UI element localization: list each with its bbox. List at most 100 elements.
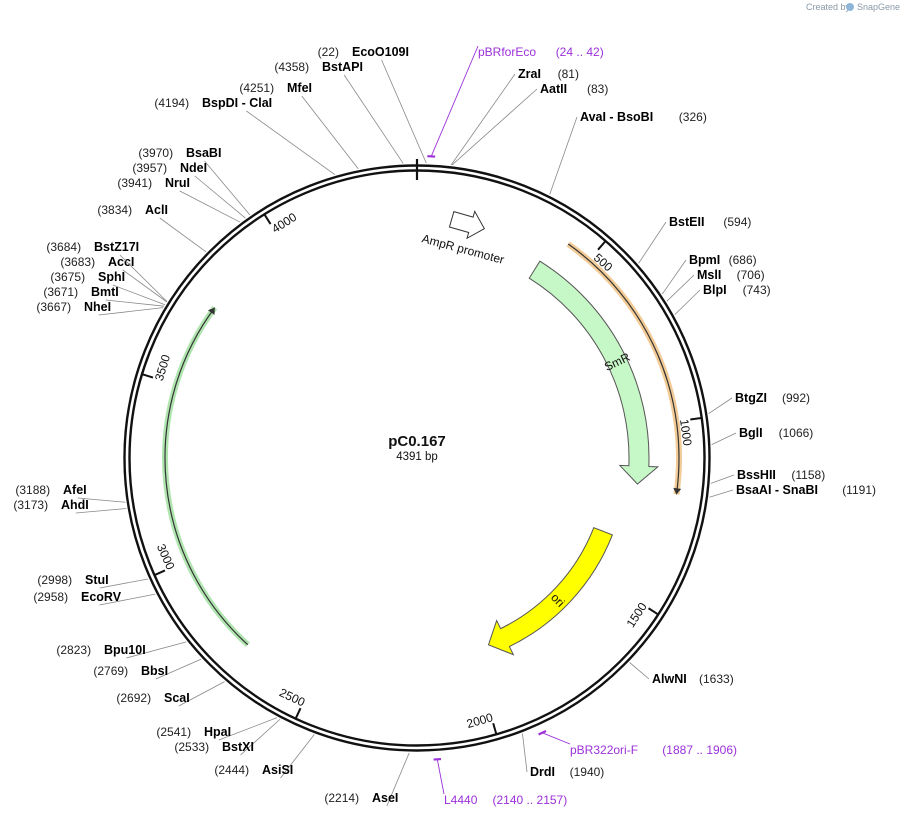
enzyme-name[interactable]: BmtI	[91, 285, 119, 299]
enzyme-site[interactable]: (3675)SphI	[50, 270, 166, 306]
ruler-tick-label: 2000	[465, 710, 495, 731]
enzyme-name[interactable]: BssHII	[737, 468, 776, 482]
enzyme-site[interactable]: (2823)Bpu10I	[56, 641, 187, 659]
enzyme-site[interactable]: (1191)BsaAI - SnaBI	[709, 483, 876, 498]
enzyme-name[interactable]: ScaI	[164, 691, 190, 705]
enzyme-name[interactable]: NheI	[84, 300, 111, 314]
enzyme-site[interactable]: (22)EcoO109I	[318, 45, 427, 164]
enzyme-site[interactable]: (3957) NdeI	[132, 161, 246, 219]
enzyme-name[interactable]: BbsI	[141, 664, 168, 678]
enzyme-site[interactable]: (594)BstEII	[638, 215, 752, 264]
enzyme-site[interactable]: (83)AatII	[451, 82, 608, 166]
enzyme-name[interactable]: BtgZI	[735, 391, 767, 405]
enzyme-site[interactable]: (2214)AseI	[324, 752, 410, 807]
ruler-tick-label: 1000	[677, 418, 695, 447]
enzyme-name[interactable]: AvaI - BsoBI	[580, 110, 653, 124]
primer-name[interactable]: pBRforEco	[478, 45, 536, 59]
enzyme-site[interactable]: (2998)StuI	[37, 573, 149, 589]
enzyme-name[interactable]: StuI	[85, 573, 109, 587]
enzyme-site[interactable]: (2533)BstXI	[174, 718, 281, 756]
orf-arc	[567, 243, 680, 495]
enzyme-site[interactable]: (1940) DrdI	[522, 733, 605, 779]
enzyme-position: (1066)	[779, 426, 814, 440]
enzyme-position: (706)	[737, 268, 765, 282]
enzyme-name[interactable]: AatII	[540, 82, 567, 96]
enzyme-site[interactable]: (3671)BmtI	[43, 285, 165, 307]
enzyme-name[interactable]: AfeI	[63, 483, 87, 497]
enzyme-site[interactable]: (81)ZraI	[450, 67, 579, 166]
ruler-tick	[647, 607, 659, 616]
enzyme-site[interactable]: (3667)NheI	[36, 300, 164, 316]
enzyme-position: (1940)	[570, 765, 605, 779]
enzyme-name[interactable]: HpaI	[204, 725, 231, 739]
enzyme-site[interactable]: (2769)BbsI	[93, 658, 202, 680]
enzyme-site[interactable]: (326)AvaI - BsoBI	[549, 110, 707, 195]
primer-site[interactable]: pBRforEco(24 .. 42)	[427, 45, 604, 158]
enzyme-name[interactable]: Bpu10I	[104, 643, 146, 657]
enzyme-site[interactable]: (2541)HpaI	[156, 717, 278, 741]
enzyme-name[interactable]: MfeI	[287, 81, 312, 95]
enzyme-name[interactable]: BstEII	[669, 215, 704, 229]
enzyme-site[interactable]: (3683)AccI	[60, 255, 167, 303]
ruler-tick-label: 1500	[624, 600, 650, 630]
enzyme-site[interactable]: (3941)NruI	[117, 176, 241, 223]
feature-label: AmpR promoter	[420, 231, 505, 266]
enzyme-name[interactable]: AlwNI	[652, 672, 687, 686]
enzyme-name[interactable]: MslI	[697, 268, 721, 282]
enzyme-leader-line	[638, 221, 667, 264]
enzyme-name[interactable]: EcoO109I	[352, 45, 409, 59]
enzyme-site[interactable]: (3970)BsaBI	[138, 146, 251, 216]
enzyme-site[interactable]: (1158)BssHII	[710, 468, 825, 484]
enzyme-name[interactable]: DrdI	[530, 765, 555, 779]
primer-name[interactable]: pBR322ori-F	[570, 743, 638, 757]
enzyme-position: (992)	[782, 391, 810, 405]
enzyme-name[interactable]: SphI	[98, 270, 125, 284]
enzyme-leader-line	[708, 397, 733, 414]
enzyme-site[interactable]: (2692)ScaI	[116, 681, 225, 707]
primer-name[interactable]: L4440	[444, 793, 478, 807]
enzyme-site[interactable]: (3834)AclI	[97, 203, 207, 253]
enzyme-name[interactable]: BstZ17I	[94, 240, 139, 254]
primer-site[interactable]: pBR322ori-F(1887 .. 1906)	[538, 730, 737, 757]
enzyme-site[interactable]: (743)BlpI	[674, 283, 771, 315]
enzyme-site[interactable]: (3173)AhdI	[13, 498, 127, 514]
enzyme-site[interactable]: (2958)EcoRV	[33, 590, 156, 606]
enzyme-name[interactable]: BsaBI	[186, 146, 221, 160]
enzyme-name[interactable]: AsiSI	[262, 763, 293, 777]
enzyme-site[interactable]: (3684) BstZ17I	[46, 240, 168, 302]
enzyme-name[interactable]: ZraI	[518, 67, 541, 81]
primer-site[interactable]: L4440(2140 .. 2157)	[433, 757, 568, 807]
ruler-tick-label: 3500	[152, 353, 173, 383]
enzyme-site[interactable]: (3188)AfeI	[15, 483, 126, 503]
enzyme-site[interactable]: (1066) BglI	[711, 426, 814, 445]
enzyme-site[interactable]: (686)BpmI	[661, 253, 757, 295]
enzyme-position: (4194)	[154, 96, 189, 110]
enzyme-name[interactable]: AseI	[372, 791, 398, 805]
enzyme-position: (3957)	[132, 161, 167, 175]
enzyme-site[interactable]: (1633)AlwNI	[629, 662, 734, 686]
enzyme-site[interactable]: (4251)MfeI	[239, 81, 359, 170]
enzyme-name[interactable]: BlpI	[703, 283, 727, 297]
enzyme-site[interactable]: (992) BtgZI	[708, 391, 810, 414]
promoter-arrow	[448, 210, 486, 240]
enzyme-site[interactable]: (2444) AsiSI	[214, 734, 315, 779]
enzyme-name[interactable]: AccI	[108, 255, 134, 269]
enzyme-name[interactable]: EcoRV	[81, 590, 122, 604]
enzyme-site[interactable]: (4358)BstAPI	[274, 60, 404, 164]
enzyme-name[interactable]: BsaAI - SnaBI	[736, 483, 818, 497]
enzyme-name[interactable]: BstXI	[222, 740, 254, 754]
enzyme-position: (3684)	[46, 240, 81, 254]
enzyme-site[interactable]: (4194) BspDI - ClaI	[154, 96, 336, 175]
enzyme-name[interactable]: NruI	[165, 176, 190, 190]
enzyme-position: (2444)	[214, 763, 249, 777]
enzyme-name[interactable]: BspDI - ClaI	[202, 96, 272, 110]
enzyme-site[interactable]: (706) MslI	[666, 268, 765, 302]
enzyme-name[interactable]: AhdI	[61, 498, 89, 512]
enzyme-name[interactable]: BstAPI	[322, 60, 363, 74]
enzyme-name[interactable]: AclI	[145, 203, 168, 217]
enzyme-name[interactable]: BglI	[739, 426, 763, 440]
enzyme-name[interactable]: NdeI	[180, 161, 207, 175]
enzyme-name[interactable]: BpmI	[689, 253, 720, 267]
